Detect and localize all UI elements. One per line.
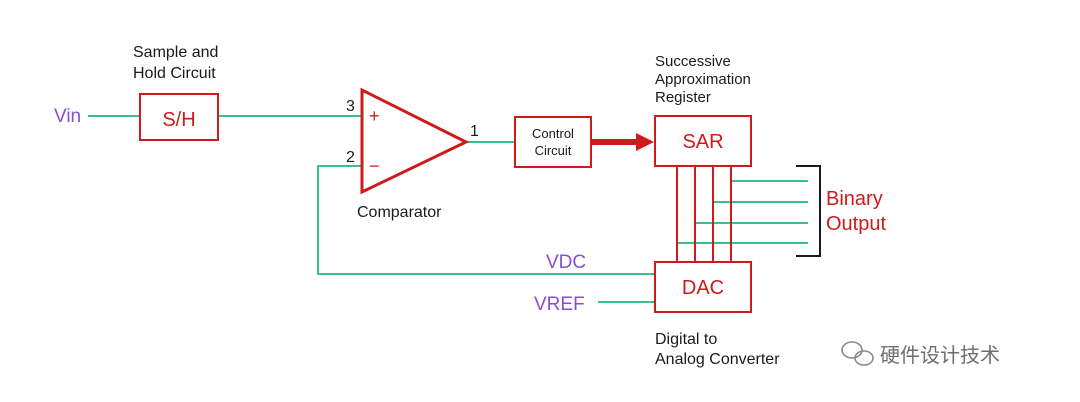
watermark-text: 硬件设计技术 [880, 343, 1000, 367]
comparator-plus-sign: + [369, 106, 380, 126]
vdc-label: VDC [546, 252, 586, 273]
vin-label: Vin [54, 106, 81, 127]
comparator-pin-plus: 3 [346, 98, 355, 115]
comparator-pin-minus: 2 [346, 149, 355, 166]
vref-label: VREF [534, 294, 585, 315]
sar-label: SAR [682, 131, 723, 153]
control-circuit-block [514, 116, 592, 168]
sample-hold-caption-line1: Sample and [133, 44, 218, 61]
sample-hold-block [139, 93, 219, 141]
comparator-minus-sign: − [369, 156, 380, 176]
sar-block [654, 115, 752, 167]
wechat-icon [841, 341, 874, 366]
sar-caption-line1: Successive [655, 53, 731, 70]
control-circuit-label-line1: Control [532, 126, 574, 141]
dac-label: DAC [682, 277, 724, 299]
vdc-feedback-wire [317, 165, 655, 275]
binary-output-label-line2: Output [826, 213, 886, 235]
comparator-triangle [360, 87, 470, 195]
dac-block [654, 261, 752, 313]
comparator-caption: Comparator [357, 204, 442, 221]
sar-caption-line3: Register [655, 89, 711, 106]
sample-hold-caption-line2: Hold Circuit [133, 65, 216, 82]
sample-hold-label: S/H [162, 109, 195, 131]
dac-caption-line2: Analog Converter [655, 351, 780, 368]
control-circuit-label-line2: Circuit [535, 143, 572, 158]
binary-output-label-line1: Binary [826, 188, 883, 210]
binary-output-bracket [796, 165, 821, 257]
dac-caption-line1: Digital to [655, 331, 717, 348]
comparator-pin-out: 1 [470, 123, 479, 140]
sar-caption-line2: Approximation [655, 71, 751, 88]
control-to-sar-arrow-head [636, 133, 654, 151]
